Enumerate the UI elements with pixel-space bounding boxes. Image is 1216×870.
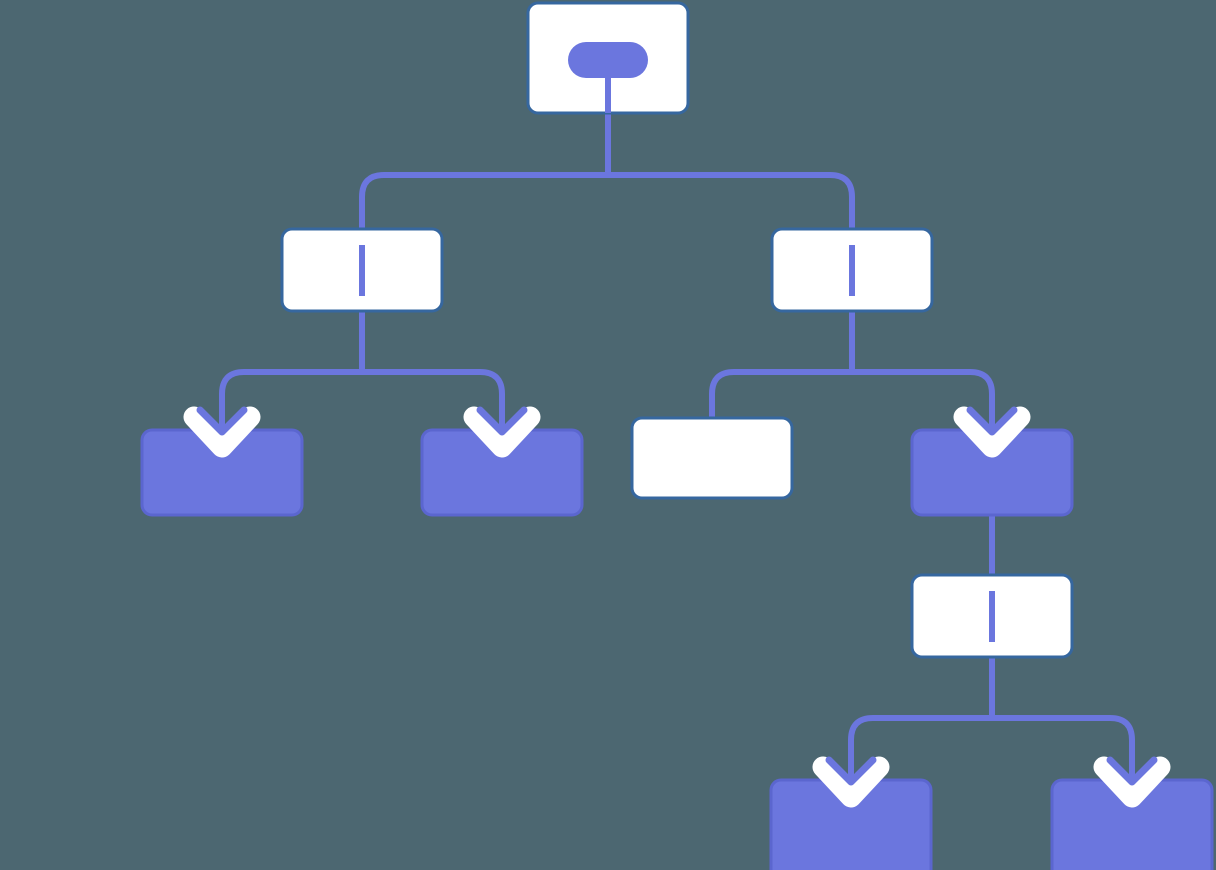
edge-n-l1-to-n-l2b <box>362 369 505 424</box>
arrow-down-icon-n-l2a <box>183 400 261 458</box>
arrow-down-icon-n-r4a <box>812 750 890 808</box>
arrow-white-chevron <box>953 406 1031 458</box>
arrow-down-icon-n-r2b <box>953 400 1031 458</box>
arrow-down-icon-n-l2b <box>463 400 541 458</box>
edge-root-to-n-l1 <box>359 172 608 229</box>
edge-root-to-n-r1 <box>608 172 855 229</box>
arrow-down-icon-n-r4b <box>1093 750 1171 808</box>
inner-line-layer <box>359 245 995 642</box>
arrow-layer <box>183 400 1171 808</box>
root-pill-layer <box>568 42 648 113</box>
arrow-white-chevron <box>1093 756 1171 808</box>
arrow-white-chevron <box>812 756 890 808</box>
arrow-white-chevron <box>463 406 541 458</box>
edge-n-r1-to-n-r2b <box>852 369 995 424</box>
node-n-r2a[interactable] <box>630 416 794 500</box>
edge-n-r1-to-n-r2a <box>709 369 852 418</box>
connector-layer <box>219 60 1135 774</box>
edge-n-r3-to-n-r4b <box>992 715 1135 774</box>
root-pill-badge[interactable] <box>568 42 648 78</box>
arrow-white-chevron <box>183 406 261 458</box>
white-node-layer <box>280 1 1074 659</box>
edge-n-r3-to-n-r4a <box>848 715 992 774</box>
edge-n-l1-to-n-l2a <box>219 369 362 424</box>
